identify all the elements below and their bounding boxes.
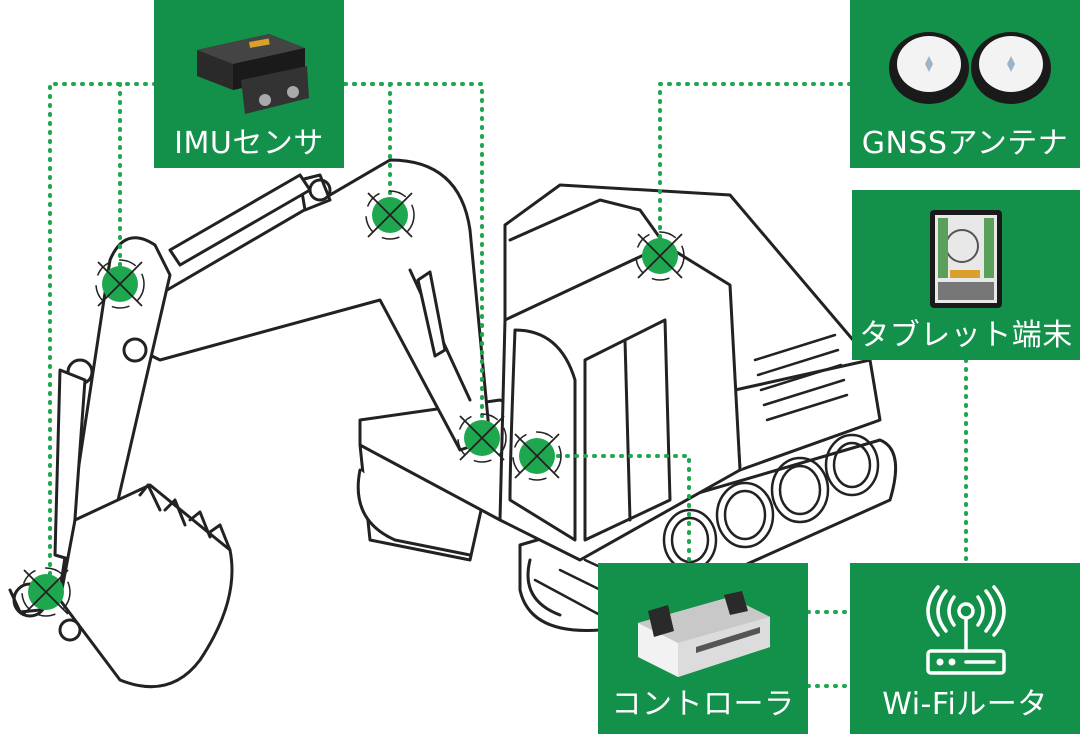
tablet-screen-icon <box>930 210 1002 308</box>
marker-boom-base <box>457 413 507 463</box>
wifi-router-icon <box>926 585 1006 675</box>
marker-arm <box>95 259 145 309</box>
controller-label: コントローラ <box>611 687 795 722</box>
controller-box: コントローラ <box>598 563 808 734</box>
marker-bucket <box>21 567 71 617</box>
imu-sensor-device-icon <box>197 34 309 114</box>
excavator-line-drawing <box>8 158 898 689</box>
gnss-antenna-pair-icon <box>889 32 1051 104</box>
marker-cab <box>512 431 562 481</box>
gnss-antenna-box: GNSSアンテナ <box>850 0 1080 168</box>
wifi-router-box: Wi-Fiルータ <box>850 563 1080 734</box>
marker-boom-top <box>365 190 415 240</box>
imu-sensor-box: IMUセンサ <box>154 0 344 168</box>
connector-lines <box>48 82 968 688</box>
gnss-antenna-label: GNSSアンテナ <box>861 126 1069 161</box>
wifi-router-label: Wi-Fiルータ <box>882 687 1048 722</box>
controller-box-icon <box>638 591 770 677</box>
sensor-markers <box>21 190 685 617</box>
tablet-label: タブレット端末 <box>859 318 1073 353</box>
marker-roof <box>635 231 685 281</box>
imu-sensor-label: IMUセンサ <box>174 126 324 161</box>
tablet-box: タブレット端末 <box>852 190 1080 360</box>
